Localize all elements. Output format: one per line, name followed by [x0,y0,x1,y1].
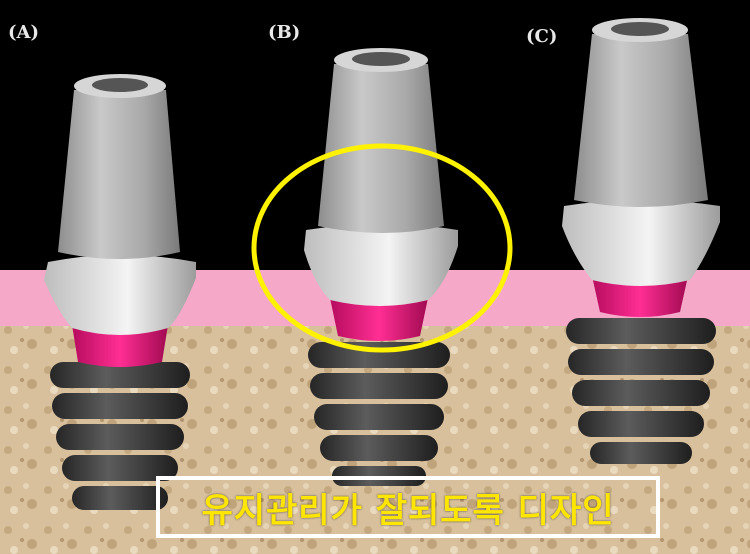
implant-b-collar [330,298,428,341]
implant-a-threads [50,362,190,510]
implant-a-collar [72,325,168,367]
implant-c-threads [566,318,716,464]
implant-a [44,74,196,510]
implant-a-abutment [58,90,180,259]
implant-a-shoulder [44,255,196,335]
caption-box: 유지관리가 잘되도록 디자인 [156,476,660,538]
implant-b-shoulder [304,224,458,306]
implant-c-shoulder [562,200,720,286]
label-b: (B) [268,22,301,43]
caption-text: 유지관리가 잘되도록 디자인 [201,490,615,531]
implant-c [562,18,720,464]
label-c: (C) [526,26,558,47]
highlight-circle [251,143,513,353]
implant-c-collar [592,276,688,317]
label-a: (A) [8,22,39,43]
implant-c-abutment [574,34,708,207]
